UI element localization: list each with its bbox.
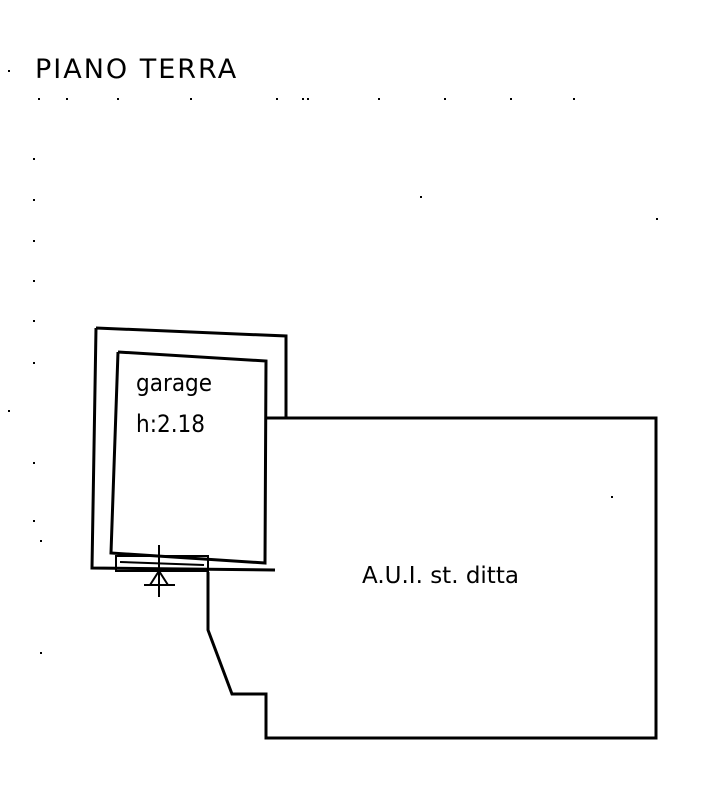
garage-door: [115, 555, 209, 572]
scan-noise-dots: [8, 70, 658, 654]
adjacent-unit-label: A.U.I. st. ditta: [362, 563, 519, 589]
floor-title: PIANO TERRA: [35, 54, 238, 85]
garage-outer-wall: [90, 326, 288, 572]
entrance-marker-icon: [144, 545, 175, 597]
adjacent-unit-outline: [206, 416, 658, 740]
garage-inner-wall: [109, 350, 268, 565]
garage-height-label: h:2.18: [136, 410, 205, 438]
garage-name: garage: [136, 369, 212, 397]
